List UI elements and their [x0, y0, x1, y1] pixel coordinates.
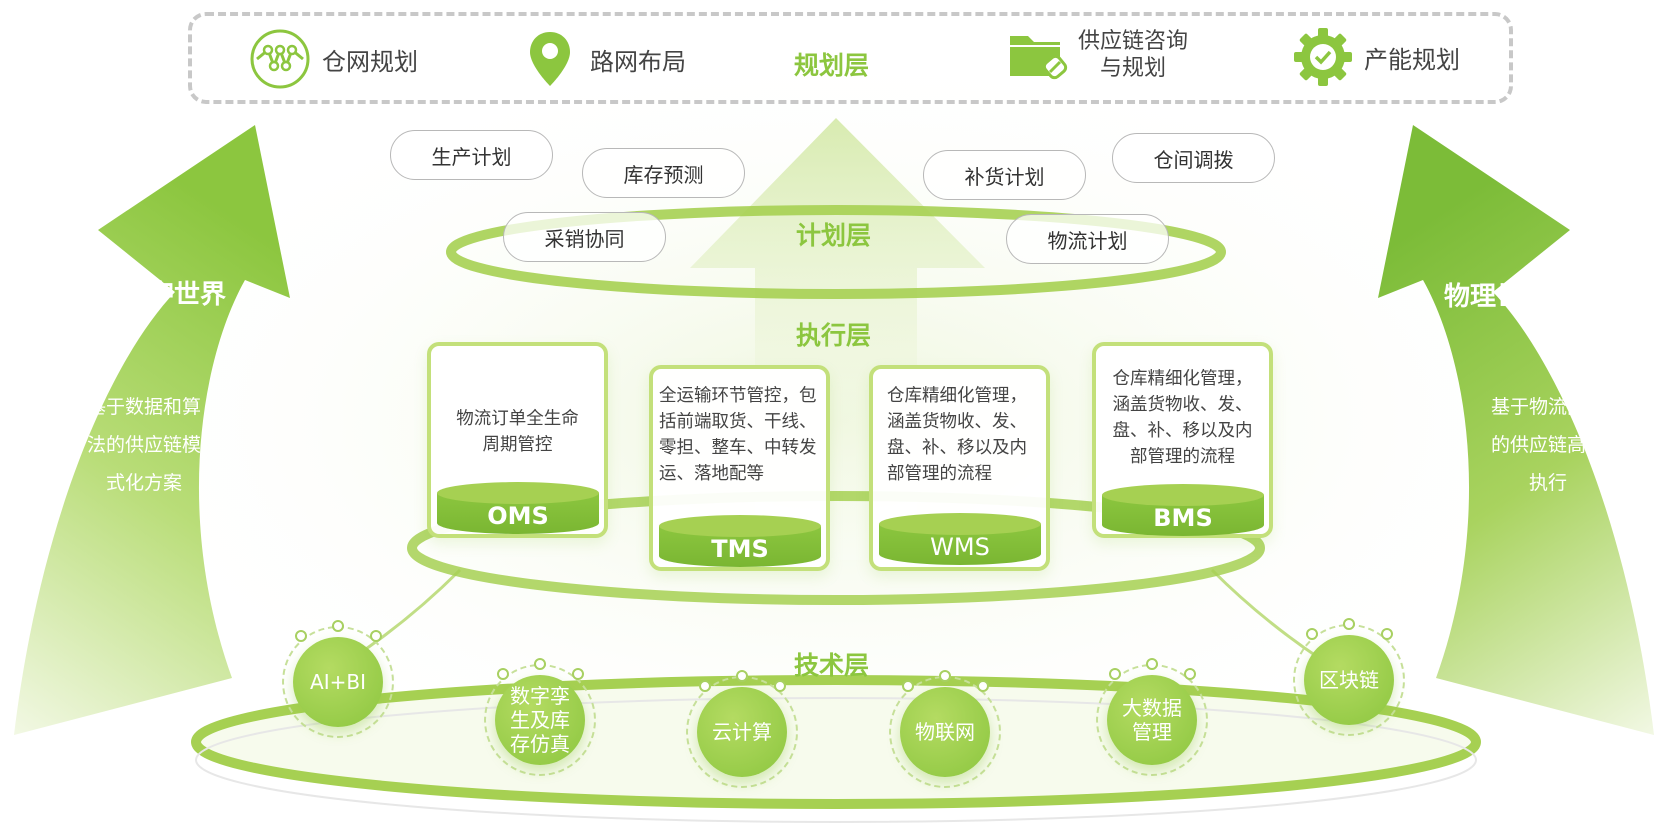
- map-pin-icon: [530, 32, 570, 86]
- planning-item-label: 路网布局: [590, 47, 686, 76]
- folder-link-icon: [1010, 36, 1068, 80]
- planning-item-label-line1: 供应链咨询: [1078, 29, 1189, 54]
- system-desc-line: 全运输环节管控，包: [659, 386, 817, 406]
- system-cylinder: BMS: [1102, 484, 1264, 546]
- system-cylinder: WMS: [879, 513, 1041, 575]
- tech-label: AI+BI: [293, 637, 383, 727]
- tech-label: 物联网: [900, 687, 990, 777]
- plan-pill: 补货计划: [923, 150, 1086, 200]
- tech-label-line: 区块链: [1319, 668, 1379, 692]
- system-desc-line: 括前端取货、干线、: [659, 412, 817, 432]
- system-desc-line: 涵盖货物收、发、: [887, 412, 1027, 432]
- tech-label-lines: 数字孪 生及库 存仿真: [510, 684, 570, 756]
- system-desc-line: 部管理的流程: [1130, 447, 1235, 467]
- plan-pill: 生产计划: [390, 130, 553, 180]
- left-arrow-desc-line: 式化方案: [105, 472, 182, 494]
- tech-label-line: 云计算: [712, 720, 772, 744]
- tech-label-lines: 大数据 管理: [1122, 696, 1182, 744]
- tech-circle-cloud: 云计算: [686, 670, 798, 788]
- planning-item-capacity: 产能规划: [1292, 26, 1460, 88]
- tech-label: 区块链: [1304, 635, 1394, 725]
- right-arrow-shape: [1378, 125, 1654, 735]
- tech-label-line: 管理: [1132, 720, 1172, 744]
- system-desc: 仓库精细化管理， 涵盖货物收、发、 盘、补、移以及内 部管理的流程: [887, 383, 1047, 487]
- planning-layer-title: 规划层: [794, 51, 870, 80]
- system-cylinder: OMS: [437, 482, 599, 544]
- planning-item-label: 供应链咨询 与规划: [1078, 28, 1188, 82]
- left-arrow-shape: [14, 125, 290, 735]
- plan-pill: 库存预测: [582, 148, 745, 198]
- right-arrow-desc-line: 执行: [1528, 472, 1567, 494]
- tech-circle-big-data: 大数据 管理: [1096, 658, 1208, 776]
- tech-label-line: 大数据: [1122, 696, 1182, 720]
- tech-label-line: 存仿真: [510, 732, 570, 756]
- planning-item-road-network: 路网布局: [528, 30, 686, 88]
- left-arrow-desc-line: 基于数据和算: [86, 396, 201, 418]
- right-arrow-title: 物理世界: [1444, 282, 1549, 312]
- tech-circle-iot: 物联网: [889, 670, 1001, 788]
- system-desc-line: 盘、补、移以及内: [887, 438, 1027, 458]
- planning-layer-bar: [188, 12, 1513, 104]
- planning-item-label: 产能规划: [1364, 45, 1460, 74]
- system-card-bms: 仓库精细化管理， 涵盖货物收、发、 盘、补、移以及内 部管理的流程 BMS: [1092, 342, 1273, 538]
- planning-item-supply-chain-consulting: 供应链咨询 与规划: [1008, 28, 1188, 82]
- system-desc: 全运输环节管控，包 括前端取货、干线、 零担、整车、中转发 运、落地配等: [659, 383, 829, 487]
- system-desc-line: 盘、补、移以及内: [1112, 421, 1253, 441]
- system-desc-line: 运、落地配等: [659, 464, 764, 484]
- tech-label-line: 生及库: [510, 708, 570, 732]
- plan-pill: 采销协同: [503, 212, 666, 262]
- left-arrow-desc-line: 法的供应链模: [86, 434, 201, 456]
- left-arrow-title: 数字世界: [122, 280, 227, 310]
- tech-circle-blockchain: 区块链: [1293, 618, 1405, 736]
- tech-label-line: AI+BI: [310, 670, 366, 694]
- system-cylinder: TMS: [659, 515, 821, 577]
- tech-circle-ai-bi: AI+BI: [282, 620, 394, 738]
- tech-circle-digital-twin: 数字孪 生及库 存仿真: [484, 658, 596, 776]
- system-desc: 仓库精细化管理， 涵盖货物收、发、 盘、补、移以及内 部管理的流程: [1096, 366, 1269, 470]
- system-desc-line: 物流订单全生命: [456, 409, 579, 429]
- network-nodes-icon: [250, 29, 310, 89]
- planning-item-label-line2: 与规划: [1100, 56, 1167, 81]
- system-card-wms: 仓库精细化管理， 涵盖货物收、发、 盘、补、移以及内 部管理的流程 WMS: [869, 365, 1050, 571]
- tech-label: 大数据 管理: [1107, 675, 1197, 765]
- left-arrow-desc: 基于数据和算 法的供应链模 式化方案: [74, 388, 214, 502]
- system-desc-line: 涵盖货物收、发、: [1112, 395, 1253, 415]
- planning-item-label: 仓网规划: [322, 47, 418, 76]
- system-desc: 物流订单全生命 周期管控: [431, 406, 604, 458]
- system-desc-line: 周期管控: [482, 435, 553, 455]
- plan-pill: 物流计划: [1006, 214, 1169, 264]
- system-card-tms: 全运输环节管控，包 括前端取货、干线、 零担、整车、中转发 运、落地配等 TMS: [649, 365, 830, 571]
- system-card-oms: 物流订单全生命 周期管控 OMS: [427, 342, 608, 538]
- tech-label: 云计算: [697, 687, 787, 777]
- execution-layer-title: 执行层: [796, 321, 872, 350]
- planning-item-warehouse-network: 仓网规划: [248, 28, 418, 90]
- gear-check-icon: [1294, 28, 1352, 86]
- system-desc-line: 仓库精细化管理，: [1112, 369, 1253, 389]
- right-arrow-desc-line: 的供应链高效: [1490, 434, 1605, 456]
- right-arrow-desc: 基于物流网络 的供应链高效 执行: [1478, 388, 1618, 502]
- tech-label: 数字孪 生及库 存仿真: [495, 675, 585, 765]
- system-desc-line: 仓库精细化管理，: [887, 386, 1027, 406]
- system-desc-line: 部管理的流程: [887, 464, 992, 484]
- tech-label-line: 数字孪: [510, 684, 570, 708]
- system-desc-line: 零担、整车、中转发: [659, 438, 817, 458]
- plan-layer-title: 计划层: [796, 221, 872, 250]
- right-arrow-desc-line: 基于物流网络: [1490, 396, 1605, 418]
- tech-label-line: 物联网: [915, 720, 975, 744]
- tech-layer-title: 技术层: [794, 651, 870, 680]
- plan-pill: 仓间调拨: [1112, 133, 1275, 183]
